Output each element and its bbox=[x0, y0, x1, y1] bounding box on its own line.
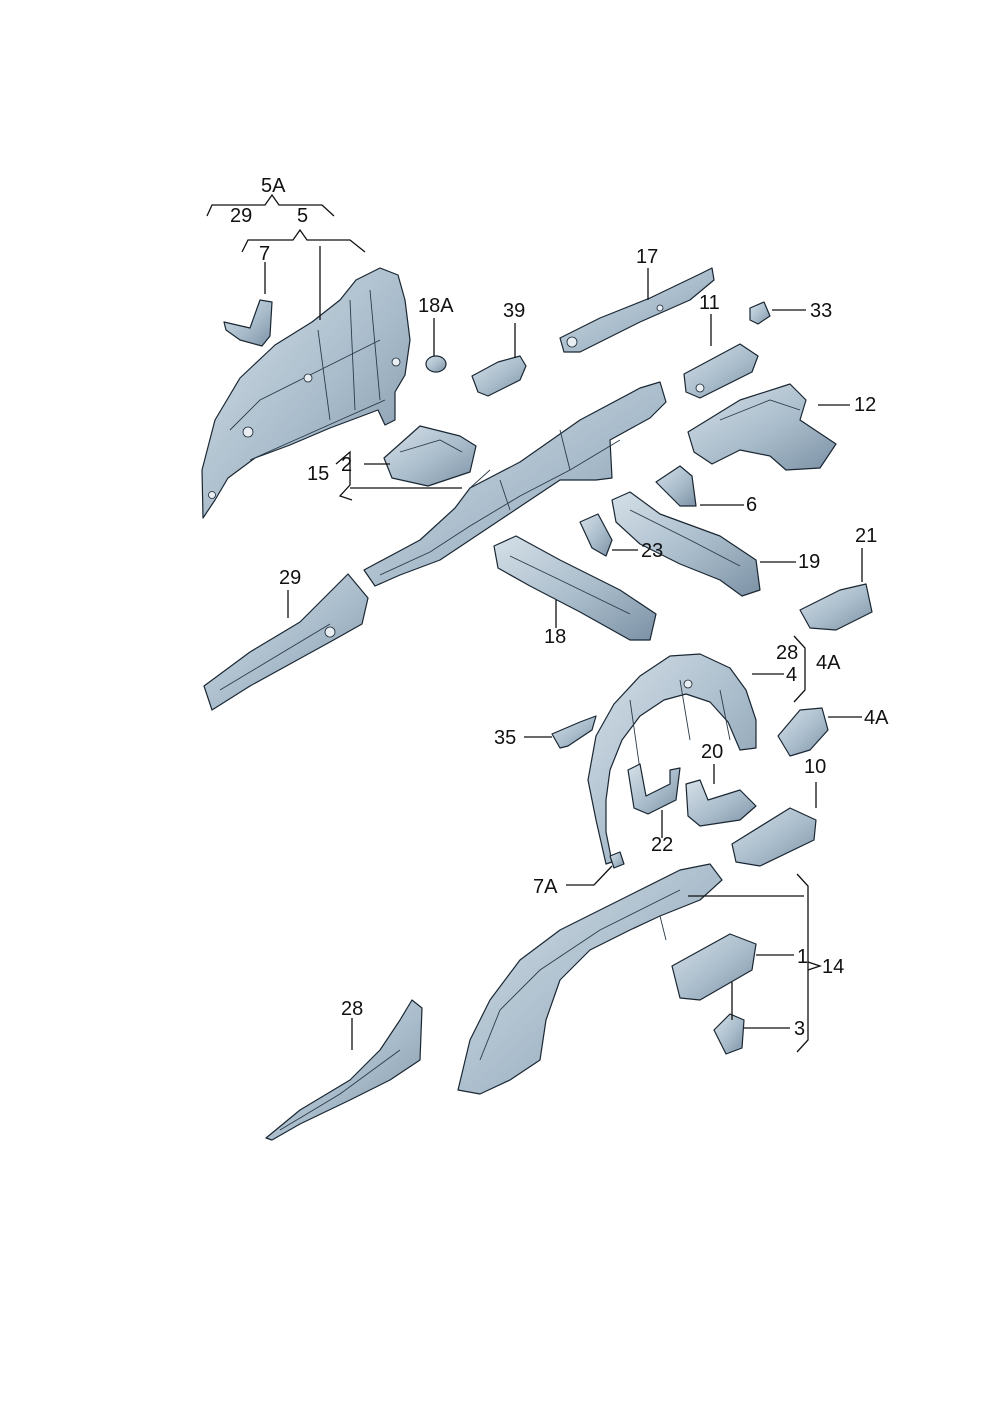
part-11-bracket[interactable] bbox=[683, 343, 759, 399]
callout-4A-group: 4A bbox=[816, 652, 841, 674]
part-7A-clip[interactable] bbox=[609, 851, 625, 869]
part-12-crossmember[interactable] bbox=[687, 383, 837, 471]
callout-14: 14 bbox=[822, 956, 844, 978]
callout-7A: 7A bbox=[533, 876, 558, 898]
callout-17: 17 bbox=[636, 246, 658, 268]
part-21-bracket[interactable] bbox=[799, 583, 873, 631]
callout-1: 1 bbox=[797, 946, 808, 968]
part-1-reinforcement[interactable] bbox=[671, 933, 757, 1001]
part-23-bracket[interactable] bbox=[579, 513, 613, 557]
callout-3: 3 bbox=[794, 1018, 805, 1040]
callout-15: 15 bbox=[307, 463, 329, 485]
callout-23: 23 bbox=[641, 540, 663, 562]
callout-11: 11 bbox=[699, 292, 720, 314]
part-4-wheel-housing[interactable] bbox=[587, 653, 757, 865]
part-22-bracket[interactable] bbox=[627, 763, 681, 815]
part-18A-plug[interactable] bbox=[425, 355, 447, 373]
callout-35: 35 bbox=[494, 727, 516, 749]
part-17-upper-rail[interactable] bbox=[559, 267, 715, 353]
part-29-rail[interactable] bbox=[203, 573, 369, 711]
callout-4: 4 bbox=[786, 664, 797, 686]
callout-20: 20 bbox=[701, 741, 723, 763]
callout-10: 10 bbox=[804, 756, 826, 778]
callout-7: 7 bbox=[259, 243, 270, 265]
callout-28: 28 bbox=[341, 998, 363, 1020]
part-18-sill-rail[interactable] bbox=[493, 535, 657, 641]
part-15-long-rail[interactable] bbox=[363, 381, 667, 587]
callout-labels: 5A 29 5 7 18A 39 17 11 33 12 2 15 6 23 1… bbox=[230, 175, 889, 1040]
callout-18A: 18A bbox=[418, 295, 454, 317]
part-2-crossmember[interactable] bbox=[383, 425, 477, 487]
callout-5A: 5A bbox=[261, 175, 286, 197]
callout-33: 33 bbox=[810, 300, 832, 322]
callout-12: 12 bbox=[854, 394, 876, 416]
callout-19: 19 bbox=[798, 551, 820, 573]
part-3-bracket[interactable] bbox=[713, 1013, 745, 1055]
callout-6: 6 bbox=[746, 494, 757, 516]
callout-22: 22 bbox=[651, 834, 673, 856]
part-14-front-longitudinal[interactable] bbox=[457, 863, 723, 1095]
part-20-bracket[interactable] bbox=[685, 779, 757, 827]
callout-29-top: 29 bbox=[230, 205, 252, 227]
callout-39: 39 bbox=[503, 300, 525, 322]
callout-29: 29 bbox=[279, 567, 301, 589]
part-39-bracket[interactable] bbox=[471, 355, 527, 397]
callout-5: 5 bbox=[297, 205, 308, 227]
part-10-bracket[interactable] bbox=[731, 807, 817, 867]
callout-21: 21 bbox=[855, 525, 877, 547]
callout-28-top: 28 bbox=[776, 642, 798, 664]
callout-2: 2 bbox=[341, 454, 352, 476]
part-35-bracket[interactable] bbox=[551, 715, 597, 749]
part-28-rail[interactable] bbox=[265, 999, 423, 1141]
part-4A-bracket[interactable] bbox=[777, 707, 829, 757]
part-5-wheelhouse-panel[interactable] bbox=[201, 267, 411, 519]
callout-4A: 4A bbox=[864, 707, 889, 729]
callout-18: 18 bbox=[544, 626, 566, 648]
leader-lines bbox=[206, 193, 863, 1053]
part-6-bracket[interactable] bbox=[655, 465, 697, 507]
part-19-rail[interactable] bbox=[611, 491, 761, 597]
part-33-small-bracket[interactable] bbox=[749, 301, 771, 325]
part-7-bracket[interactable] bbox=[223, 299, 273, 347]
